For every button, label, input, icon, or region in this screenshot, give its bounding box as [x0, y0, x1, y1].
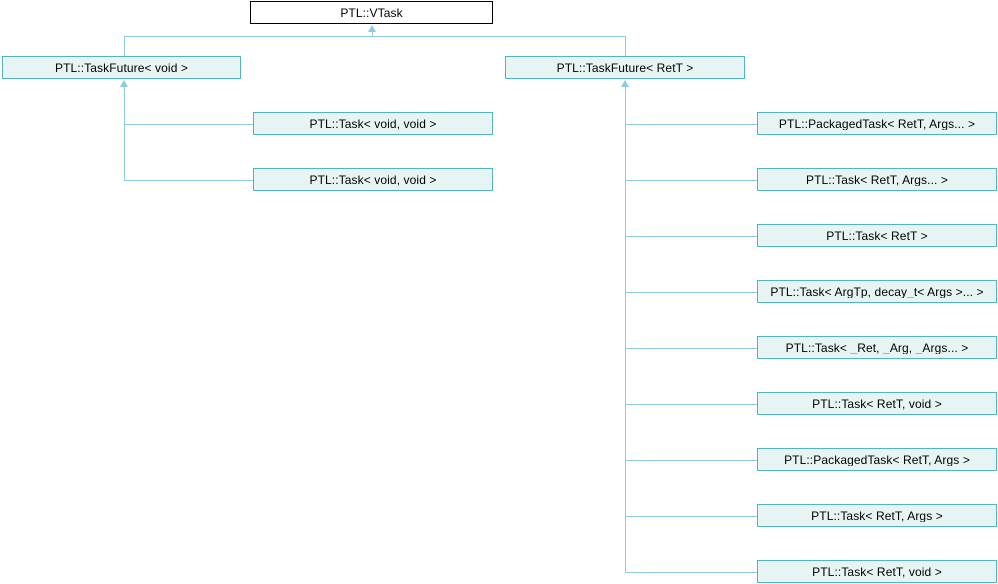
- class-node-task-rett[interactable]: PTL::Task< RetT >: [757, 224, 997, 247]
- edge-branch-rett-3: [625, 236, 758, 237]
- edge-level2-bus: [124, 36, 626, 37]
- class-node-label: PTL::Task< RetT, void >: [812, 397, 942, 410]
- class-node-label: PTL::PackagedTask< RetT, Args... >: [778, 117, 976, 130]
- class-node-task-void-void-2[interactable]: PTL::Task< void, void >: [253, 168, 493, 191]
- class-node-label: PTL::Task< _Ret, _Arg, _Args... >: [785, 341, 969, 354]
- edge-branch-rett-6: [625, 404, 758, 405]
- edge-trunk-rett: [625, 86, 626, 572]
- class-node-task-ret-arg-argspack[interactable]: PTL::Task< _Ret, _Arg, _Args... >: [757, 336, 997, 359]
- class-node-vtask[interactable]: PTL::VTask: [250, 1, 493, 24]
- inheritance-arrow-to-taskfuture-rett: [621, 80, 629, 87]
- class-node-taskfuture-rett[interactable]: PTL::TaskFuture< RetT >: [505, 56, 745, 79]
- class-node-label: PTL::Task< RetT, Args >: [811, 509, 943, 522]
- edge-branch-void-2: [124, 180, 257, 181]
- edge-branch-rett-1: [625, 124, 758, 125]
- class-node-task-void-void-1[interactable]: PTL::Task< void, void >: [253, 112, 493, 135]
- class-node-task-rett-void-2[interactable]: PTL::Task< RetT, void >: [757, 560, 997, 583]
- class-node-label: PTL::TaskFuture< void >: [54, 61, 189, 74]
- class-node-label: PTL::Task< ArgTp, decay_t< Args >... >: [770, 285, 984, 298]
- edge-branch-rett-5: [625, 348, 758, 349]
- edge-trunk-void: [124, 86, 125, 180]
- class-node-packagedtask-rett-argspack[interactable]: PTL::PackagedTask< RetT, Args... >: [757, 112, 997, 135]
- class-node-label: PTL::Task< RetT, void >: [812, 565, 942, 578]
- edge-branch-rett-9: [625, 572, 758, 573]
- inheritance-arrow-to-taskfuture-void: [120, 80, 128, 87]
- class-node-task-rett-void-1[interactable]: PTL::Task< RetT, void >: [757, 392, 997, 415]
- inheritance-arrow-to-vtask: [368, 25, 376, 32]
- edge-branch-rett-8: [625, 516, 758, 517]
- class-node-label: PTL::TaskFuture< RetT >: [556, 61, 694, 74]
- class-node-label: PTL::Task< void, void >: [309, 117, 437, 130]
- edge-vtask-stem: [372, 31, 373, 37]
- edge-branch-rett-2: [625, 180, 758, 181]
- edge-drop-to-taskfuture-rett: [625, 36, 626, 56]
- class-node-task-rett-argspack[interactable]: PTL::Task< RetT, Args... >: [757, 168, 997, 191]
- class-node-label: PTL::Task< void, void >: [309, 173, 437, 186]
- edge-branch-rett-7: [625, 460, 758, 461]
- class-node-label: PTL::PackagedTask< RetT, Args >: [784, 453, 970, 466]
- class-node-label: PTL::Task< RetT, Args... >: [806, 173, 948, 186]
- class-node-taskfuture-void[interactable]: PTL::TaskFuture< void >: [2, 56, 241, 79]
- edge-drop-to-taskfuture-void: [124, 36, 125, 56]
- class-node-packagedtask-rett-args[interactable]: PTL::PackagedTask< RetT, Args >: [757, 448, 997, 471]
- class-node-label: PTL::VTask: [340, 6, 403, 19]
- edge-branch-rett-4: [625, 292, 758, 293]
- class-node-task-argtp-decayt[interactable]: PTL::Task< ArgTp, decay_t< Args >... >: [757, 280, 997, 303]
- class-node-label: PTL::Task< RetT >: [826, 229, 928, 242]
- class-node-task-rett-args[interactable]: PTL::Task< RetT, Args >: [757, 504, 997, 527]
- edge-branch-void-1: [124, 124, 257, 125]
